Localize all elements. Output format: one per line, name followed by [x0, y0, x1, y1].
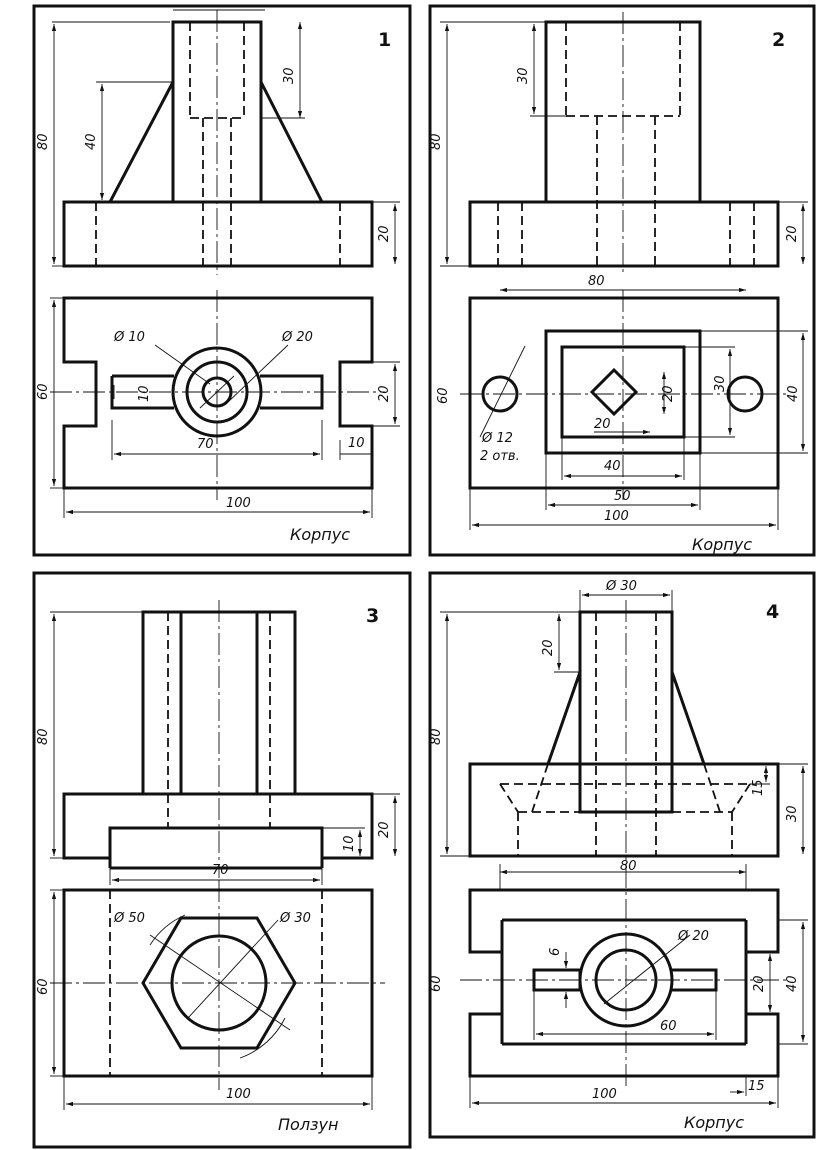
dim-2-square-width-20: 20 [594, 417, 611, 432]
panel-4-number: 4 [766, 601, 779, 623]
dim-1-length-100: 100 [226, 496, 251, 511]
dim-1-notch-depth-10: 10 [348, 436, 365, 451]
dim-3-length-100: 100 [226, 1087, 251, 1102]
panel-4-frame [428, 571, 816, 1139]
dim-4-rib-20: 20 [541, 639, 556, 656]
dim-2-boss-40: 40 [786, 385, 801, 402]
dim-2-boss-30: 30 [516, 67, 531, 84]
panel-1-number: 1 [378, 29, 391, 51]
dim-2-pocket-30: 30 [713, 375, 728, 392]
dim-1-rib-height-40: 40 [84, 133, 99, 150]
dim-4-span-80: 80 [620, 859, 637, 874]
dim-2-base-20: 20 [785, 225, 800, 242]
panel-1-part-name: Корпус [290, 525, 350, 544]
panel-2-top-view [460, 290, 808, 530]
panel-3-part-name: Ползун [278, 1115, 338, 1134]
dim-4-slot-6: 6 [548, 948, 563, 956]
dim-3-base-20: 20 [377, 821, 392, 838]
panel-2-front-view [440, 12, 808, 293]
dim-4-slot-60: 60 [660, 1019, 677, 1034]
dim-4-height-80: 80 [429, 728, 444, 745]
dim-4-dia-20: Ø 20 [677, 929, 709, 944]
panel-3-front-view [50, 600, 400, 885]
dim-4-chamfer-15: 15 [751, 779, 766, 796]
panel-2-part-name: Корпус [692, 535, 752, 554]
panel-4: 4 [428, 571, 816, 1139]
dim-2-square-20: 20 [661, 385, 676, 402]
dim-3-height-80: 80 [36, 728, 51, 745]
panel-2-number: 2 [772, 29, 785, 51]
dim-3-dia-30: Ø 30 [279, 911, 311, 926]
panel-3-frame [32, 571, 412, 1149]
panel-1-top-view [50, 290, 400, 518]
dim-4-notch-15: 15 [748, 1079, 765, 1094]
dim-2-holes-count: 2 отв. [480, 449, 520, 464]
panel-1: 1 80 30 40 [32, 4, 412, 557]
panel-4-front-view [440, 590, 808, 866]
dim-4-dia-30: Ø 30 [605, 579, 637, 594]
panel-4-part-name: Корпус [684, 1113, 744, 1132]
dim-2-holes-80: 80 [588, 274, 605, 289]
dim-4-inner-40: 40 [785, 975, 800, 992]
dim-3-width-60: 60 [36, 978, 51, 995]
dim-2-pocket-40: 40 [604, 459, 621, 474]
dim-2-width-60: 60 [436, 387, 451, 404]
panel-2: 2 80 30 20 80 [428, 4, 816, 557]
dim-4-base-30: 30 [785, 805, 800, 822]
panel-1-frame [32, 4, 412, 557]
panel-3-top-view [50, 880, 385, 1110]
dim-2-hole-dia-12: Ø 12 [481, 431, 513, 446]
panel-3-number: 3 [366, 605, 379, 627]
dim-3-step-10: 10 [342, 835, 357, 852]
panel-3: 3 80 20 10 70 [32, 571, 412, 1149]
dim-4-width-60: 60 [429, 975, 444, 992]
dim-1-dia-10: Ø 10 [113, 330, 145, 345]
dim-1-slot-length-70: 70 [197, 437, 214, 452]
dim-3-dia-50: Ø 50 [113, 911, 145, 926]
dim-1-slot-10: 10 [137, 385, 152, 402]
panel-4-top-view [460, 864, 808, 1108]
dim-4-notch-20: 20 [752, 975, 767, 992]
dim-1-boss-depth-30: 30 [282, 67, 297, 84]
dim-1-height-80: 80 [36, 133, 51, 150]
panel-1-front-view [51, 9, 400, 275]
dim-1-width-60: 60 [36, 383, 51, 400]
dim-2-length-100: 100 [604, 509, 629, 524]
dim-1-dia-20: Ø 20 [281, 330, 313, 345]
dim-2-height-80: 80 [429, 133, 444, 150]
dim-4-length-100: 100 [592, 1087, 617, 1102]
dim-1-base-height-20: 20 [377, 225, 392, 242]
dim-1-notch-20: 20 [377, 385, 392, 402]
dim-3-guide-70: 70 [212, 863, 229, 878]
dim-2-boss-50: 50 [614, 489, 631, 504]
panel-2-frame [428, 4, 816, 557]
